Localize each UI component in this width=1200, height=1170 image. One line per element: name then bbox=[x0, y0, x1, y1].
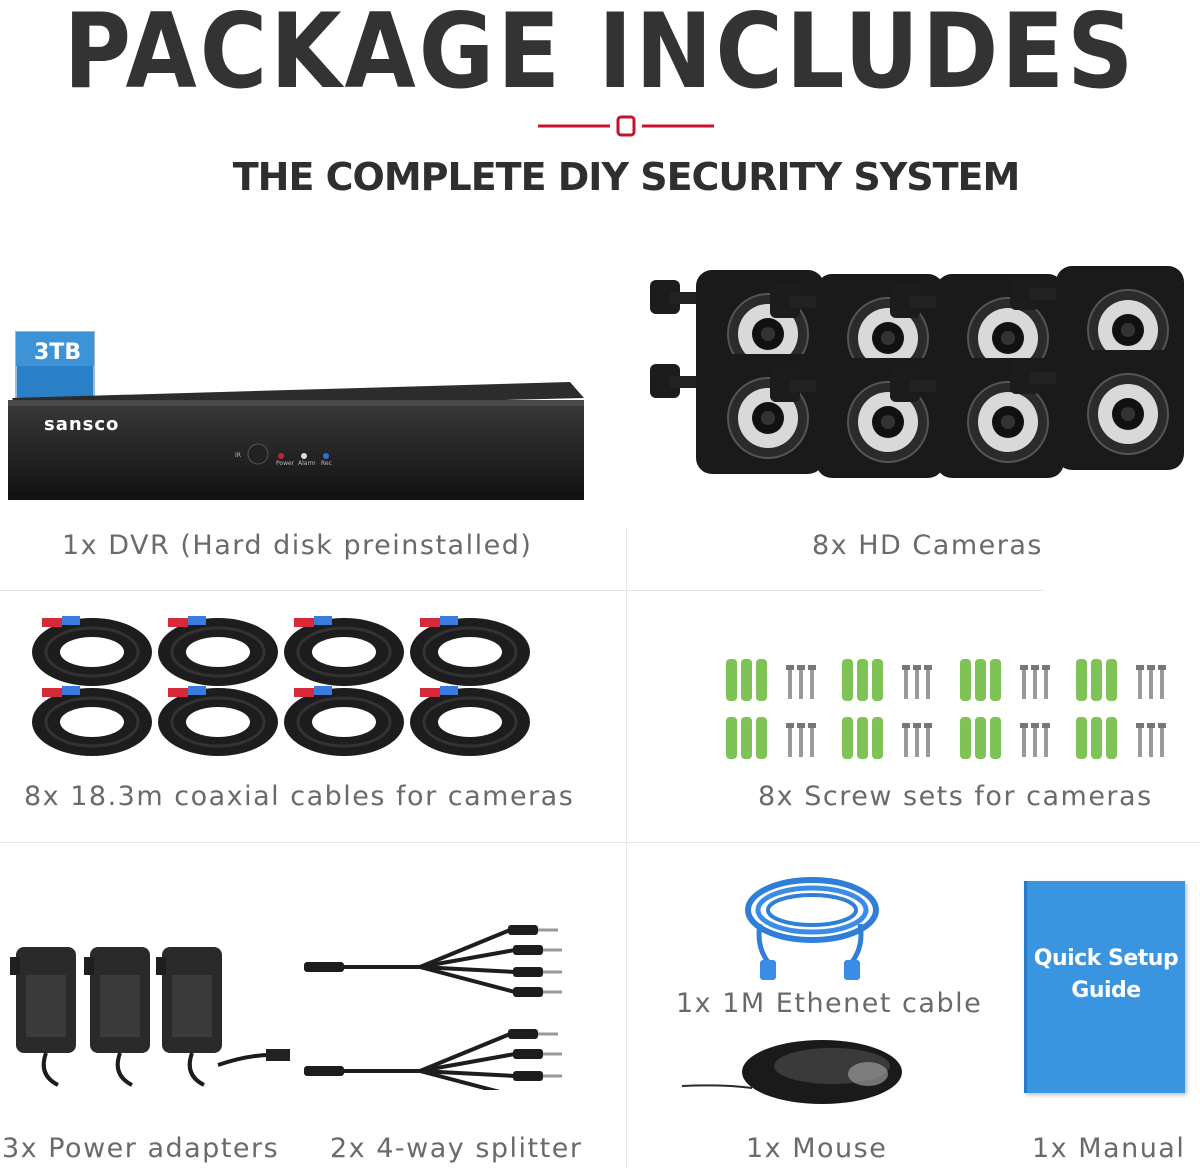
cables-caption: 8x 18.3m coaxial cables for cameras bbox=[24, 781, 575, 812]
mouse-caption: 1x Mouse bbox=[746, 1133, 888, 1164]
hdd-label: 3TB bbox=[34, 340, 82, 365]
manual-caption: 1x Manual bbox=[1032, 1133, 1186, 1164]
dvr-image bbox=[8, 331, 584, 500]
divider-ornament bbox=[538, 115, 714, 137]
splitter-caption: 2x 4-way splitter bbox=[330, 1133, 583, 1164]
dvr-ir-label: IR bbox=[235, 452, 241, 459]
power-caption: 3x Power adapters bbox=[2, 1133, 280, 1164]
dvr-caption: 1x DVR (Hard disk preinstalled) bbox=[62, 530, 533, 561]
grid-divider-row2 bbox=[0, 842, 1200, 843]
coaxial-cables-image bbox=[30, 614, 530, 758]
grid-divider-vertical bbox=[626, 528, 627, 1168]
power-adapters-image bbox=[8, 945, 290, 1087]
dvr-alarm-label: Alarm bbox=[298, 460, 316, 467]
page-subtitle: THE COMPLETE DIY SECURITY SYSTEM bbox=[232, 155, 1021, 199]
screw-sets-image bbox=[726, 659, 1166, 759]
mouse-image bbox=[682, 1040, 902, 1104]
cameras-caption: 8x HD Cameras bbox=[812, 530, 1043, 561]
dvr-power-label: Power bbox=[276, 460, 295, 467]
dvr-rec-label: Rec bbox=[321, 460, 332, 467]
screws-caption: 8x Screw sets for cameras bbox=[758, 781, 1153, 812]
ethernet-caption: 1x 1M Ethenet cable bbox=[676, 988, 983, 1019]
splitters-image bbox=[302, 923, 564, 1090]
grid-divider-row1 bbox=[0, 590, 1045, 591]
page-title: PACKAGE INCLUDES bbox=[63, 0, 1137, 112]
manual-image: Quick Setup Guide bbox=[1024, 881, 1185, 1093]
ethernet-cable-image bbox=[745, 877, 879, 980]
manual-cover-text: Quick Setup Guide bbox=[1033, 946, 1179, 1003]
dvr-brand-logo: sansco bbox=[44, 414, 120, 435]
cameras-image bbox=[650, 265, 1185, 479]
